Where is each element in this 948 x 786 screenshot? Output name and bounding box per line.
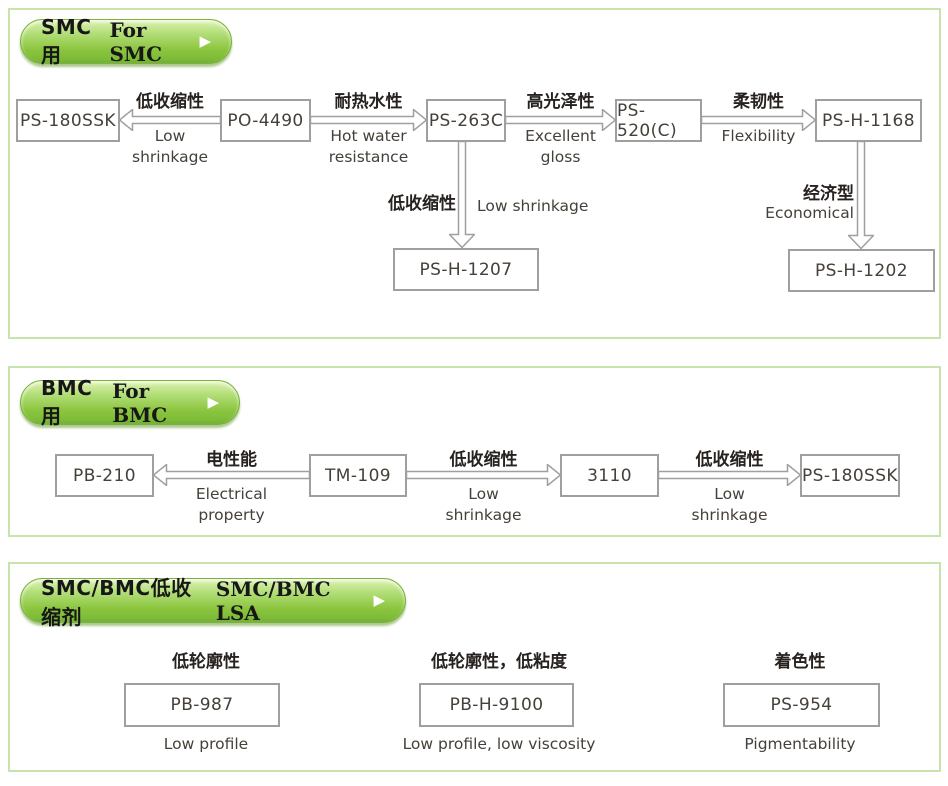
edge-label-en: Excellent gloss <box>525 127 596 166</box>
node-box-ps-180ssk: PS-180SSK <box>800 454 900 497</box>
node-label: PS-954 <box>770 695 833 715</box>
arrow-right-icon <box>505 109 616 131</box>
lsa-header-button[interactable]: SMC/BMC低收缩剂 SMC/BMC LSA ▶ <box>20 576 406 629</box>
node-label: PS-H-1202 <box>815 260 908 281</box>
node-label: PO-4490 <box>227 110 304 131</box>
lsa-header-en: SMC/BMC LSA <box>215 576 331 625</box>
arrow-right-icon <box>658 464 801 486</box>
node-box-ps-520c: PS-520(C) <box>615 99 702 142</box>
lsa-header-zh: SMC/BMC低收缩剂 <box>41 575 192 629</box>
item-label-zh: 着色性 <box>774 652 826 672</box>
bmc-header-button[interactable]: BMC用 For BMC ▶ <box>20 376 240 428</box>
header-arrow-icon: ▶ <box>373 591 385 609</box>
edge-label-en: Economical <box>765 204 854 222</box>
node-label: PB-210 <box>73 465 136 486</box>
edge-label-zh: 经济型 <box>803 184 854 204</box>
section-lsa: SMC/BMC低收缩剂 SMC/BMC LSA ▶ 低轮廓性 PB-987 Lo… <box>8 562 941 772</box>
bmc-header-en: For BMC <box>112 378 168 427</box>
node-box-ps-h-1168: PS-H-1168 <box>815 99 922 142</box>
edge-label-en: Low shrinkage <box>445 485 522 524</box>
smc-header-button[interactable]: SMC用 For SMC ▶ <box>20 15 232 67</box>
node-label: PS-H-1207 <box>419 259 513 280</box>
node-label: PS-520(C) <box>617 100 677 141</box>
edge-label-zh: 柔韧性 <box>733 92 784 112</box>
node-label: PB-987 <box>170 695 234 715</box>
node-label: PS-180SSK <box>802 465 898 486</box>
node-label: PB-H-9100 <box>449 695 544 715</box>
item-label-en: Low profile, low viscosity <box>402 735 596 753</box>
edge-label-zh: 低收缩性 <box>136 92 204 112</box>
node-box-ps-180ssk: PS-180SSK <box>16 99 120 142</box>
edge-label-en: Electrical property <box>195 485 268 524</box>
arrow-right-icon <box>406 464 561 486</box>
item-label-zh: 低轮廓性 <box>172 652 240 672</box>
smc-header-en: For SMC <box>109 17 162 66</box>
arrow-right-icon <box>310 109 427 131</box>
node-label: PS-H-1168 <box>822 110 915 131</box>
node-label: 3110 <box>587 465 632 486</box>
smc-header-zh: SMC用 <box>41 15 92 67</box>
node-box-ps-h-1202: PS-H-1202 <box>788 249 935 292</box>
item-label-en: Pigmentability <box>744 735 856 753</box>
edge-label-en: Low shrinkage <box>477 197 589 215</box>
node-box-pb-210: PB-210 <box>55 454 154 497</box>
node-box-ps-263c: PS-263C <box>426 99 506 142</box>
edge-label-zh: 低收缩性 <box>388 194 456 214</box>
node-label: PS-180SSK <box>20 110 116 131</box>
arrow-left-icon <box>153 464 310 486</box>
node-box-ps-h-1207: PS-H-1207 <box>393 248 539 291</box>
arrow-left-icon <box>119 109 221 131</box>
node-label: TM-109 <box>324 465 392 486</box>
edge-label-en: Flexibility <box>721 127 796 145</box>
item-label-zh: 低轮廓性，低粘度 <box>431 652 567 672</box>
node-box-tm-109: TM-109 <box>309 454 407 497</box>
bmc-header-zh: BMC用 <box>41 376 93 428</box>
section-bmc: BMC用 For BMC ▶ PB-210 TM-109 3110 PS-180… <box>8 366 941 537</box>
edge-label-zh: 低收缩性 <box>449 450 518 470</box>
edge-label-zh: 耐热水性 <box>334 92 403 112</box>
arrow-right-icon <box>701 109 816 131</box>
edge-label-en: Low shrinkage <box>132 127 208 166</box>
arrow-down-icon <box>449 141 475 248</box>
header-arrow-icon: ▶ <box>199 32 211 50</box>
edge-label-zh: 低收缩性 <box>695 450 764 470</box>
arrow-down-icon <box>848 141 874 249</box>
node-box-pb-987: PB-987 <box>124 683 280 727</box>
edge-label-en: Low shrinkage <box>691 485 768 524</box>
node-box-pb-h-9100: PB-H-9100 <box>419 683 574 727</box>
header-arrow-icon: ▶ <box>207 393 219 411</box>
node-box-po-4490: PO-4490 <box>220 99 311 142</box>
item-label-en: Low profile <box>163 735 249 753</box>
edge-label-en: Hot water resistance <box>328 127 409 166</box>
section-smc: SMC用 For SMC ▶ PS-180SSK PO-4490 PS-263C… <box>8 8 941 339</box>
node-box-ps-954: PS-954 <box>723 683 880 727</box>
edge-label-zh: 高光泽性 <box>526 92 595 112</box>
node-label: PS-263C <box>428 110 504 131</box>
node-box-3110: 3110 <box>560 454 659 497</box>
edge-label-zh: 电性能 <box>206 450 257 470</box>
